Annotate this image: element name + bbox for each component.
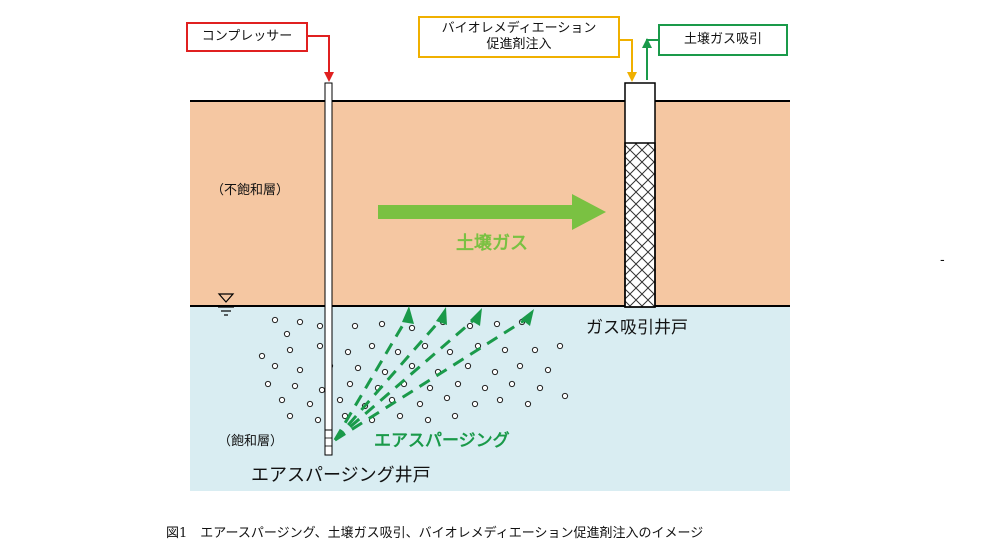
figure-caption: 図1 エアースパージング、土壌ガス吸引、バイオレメディエーション促進剤注入のイメ…: [166, 526, 704, 541]
air-bubble: [454, 380, 462, 388]
air-bubble: [416, 400, 424, 408]
saturated-zone: [190, 306, 790, 491]
unsaturated-zone: [190, 101, 790, 306]
bioremediation-label-line1: バイオレメディエーション: [441, 21, 597, 36]
air-bubble: [544, 366, 552, 374]
soil-gas-arrow: [378, 194, 606, 230]
air-bubble: [381, 368, 389, 376]
soil-gas-suction-box: 土壌ガス吸引: [658, 24, 788, 56]
air-bubble: [408, 324, 416, 332]
air-bubble: [351, 322, 359, 330]
air-bubble: [508, 380, 516, 388]
air-bubble: [501, 346, 509, 354]
air-bubble: [286, 412, 294, 420]
air-bubble: [491, 368, 499, 376]
sparging-well-screen: [324, 429, 333, 456]
air-bubble: [466, 322, 474, 330]
sparging-arrows: [333, 316, 529, 442]
air-bubble: [421, 342, 429, 350]
air-bubble: [306, 400, 314, 408]
air-bubble: [396, 412, 404, 420]
air-bubble: [318, 386, 326, 394]
air-bubble: [531, 346, 539, 354]
air-bubbles: [258, 316, 569, 424]
air-bubble: [336, 396, 344, 404]
bioremediation-label-line2: 促進剤注入: [486, 37, 552, 52]
saturated-zone-label: （飽和層）: [218, 434, 284, 449]
air-bubble: [394, 348, 402, 356]
air-bubble: [283, 330, 291, 338]
air-bubble: [346, 380, 354, 388]
bioremediation-box: バイオレメディエーション 促進剤注入: [418, 16, 620, 58]
air-bubble: [524, 400, 532, 408]
air-bubble: [271, 316, 279, 324]
injection-arrow: [620, 39, 633, 72]
air-bubble: [471, 400, 479, 408]
compressor-arrow: [308, 35, 330, 72]
air-bubble: [446, 348, 454, 356]
air-bubble: [443, 394, 451, 402]
soil-gas-suction-label: 土壌ガス吸引: [683, 32, 762, 47]
air-bubble: [316, 342, 324, 350]
air-bubble: [516, 362, 524, 370]
air-bubble: [424, 416, 432, 424]
air-bubble: [344, 348, 352, 356]
air-bubble: [271, 362, 279, 370]
air-bubble: [278, 396, 286, 404]
stray-dash: -: [940, 253, 945, 268]
air-bubble: [354, 364, 362, 372]
air-bubble: [296, 318, 304, 326]
air-bubble: [556, 342, 564, 350]
air-bubble: [561, 392, 569, 400]
gas-well-screen: [624, 142, 656, 308]
air-bubble: [316, 322, 324, 330]
unsaturated-zone-label: （不飽和層）: [211, 183, 290, 198]
air-bubble: [451, 412, 459, 420]
air-bubble: [493, 320, 501, 328]
gas-well-label: ガス吸引井戸: [586, 318, 688, 338]
air-bubble: [408, 362, 416, 370]
sparging-well-pipe: [324, 82, 333, 456]
sparging-well-label: エアスパージング井戸: [251, 465, 431, 486]
air-bubble: [368, 342, 376, 350]
air-bubble: [258, 352, 266, 360]
compressor-box: コンプレッサー: [186, 22, 308, 52]
compressor-label: コンプレッサー: [201, 29, 293, 44]
air-bubble: [378, 320, 386, 328]
air-bubble: [426, 384, 434, 392]
air-sparging-label: エアスパージング: [374, 431, 510, 451]
air-bubble: [286, 346, 294, 354]
air-bubble: [291, 382, 299, 390]
water-table-triangle-icon: [217, 293, 235, 316]
soil-gas-label: 土壌ガス: [456, 233, 528, 254]
air-bubble: [481, 384, 489, 392]
air-bubble: [464, 362, 472, 370]
air-bubble: [496, 396, 504, 404]
air-bubble: [264, 380, 272, 388]
air-bubble: [536, 384, 544, 392]
air-bubble: [296, 366, 304, 374]
air-bubble: [314, 416, 322, 424]
